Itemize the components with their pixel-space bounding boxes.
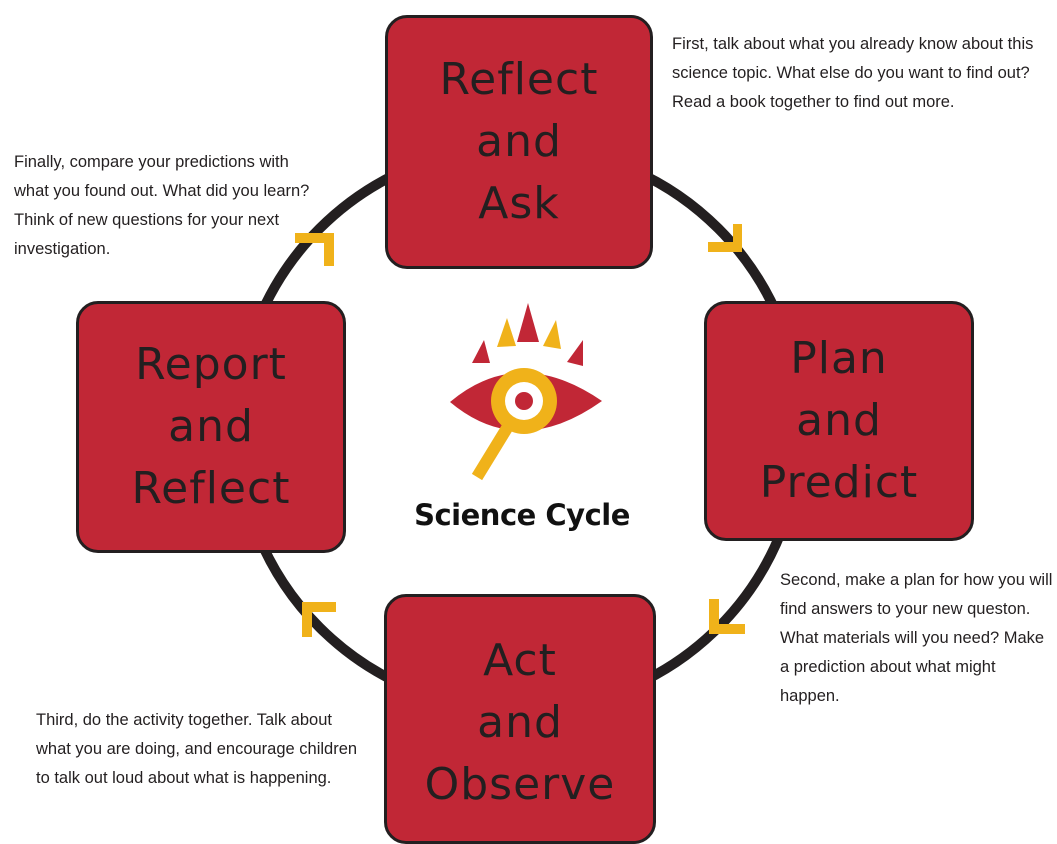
note-report-and-reflect: Finally, compare your predictions with w… bbox=[14, 153, 310, 258]
stage-report-and-reflect: Report and Reflect bbox=[76, 301, 346, 553]
note-act-and-observe: Third, do the activity together. Talk ab… bbox=[36, 711, 358, 787]
eye-magnifier-icon bbox=[450, 303, 602, 481]
stage-reflect-and-ask: Reflect and Ask bbox=[385, 15, 653, 269]
stage-act-and-observe: Act and Observe bbox=[384, 594, 656, 844]
arrow-icon bbox=[708, 224, 742, 252]
stage-label-line: Report bbox=[135, 339, 287, 390]
arrow-icon bbox=[302, 602, 336, 637]
stage-label-line: Act bbox=[483, 635, 557, 686]
stage-label-line: and bbox=[477, 697, 563, 748]
stage-label-line: Reflect bbox=[131, 463, 291, 514]
stage-label-line: and bbox=[168, 401, 254, 452]
arrow-icon bbox=[709, 599, 745, 634]
stage-label-line: Reflect bbox=[439, 54, 599, 105]
stage-label-line: and bbox=[476, 116, 562, 167]
note-plan-and-predict: Second, make a plan for how you will fin… bbox=[780, 571, 1053, 705]
stage-label-line: Observe bbox=[424, 759, 616, 810]
stage-plan-and-predict: Plan and Predict bbox=[704, 301, 974, 541]
stage-label-line: and bbox=[796, 395, 882, 446]
note-reflect-and-ask: First, talk about what you already know … bbox=[672, 35, 1034, 111]
stage-label-line: Predict bbox=[759, 457, 919, 508]
cycle-title: Science Cycle bbox=[414, 498, 630, 532]
stage-label-line: Ask bbox=[478, 178, 560, 229]
arrow-icon bbox=[295, 233, 334, 266]
stage-label-line: Plan bbox=[790, 333, 888, 384]
